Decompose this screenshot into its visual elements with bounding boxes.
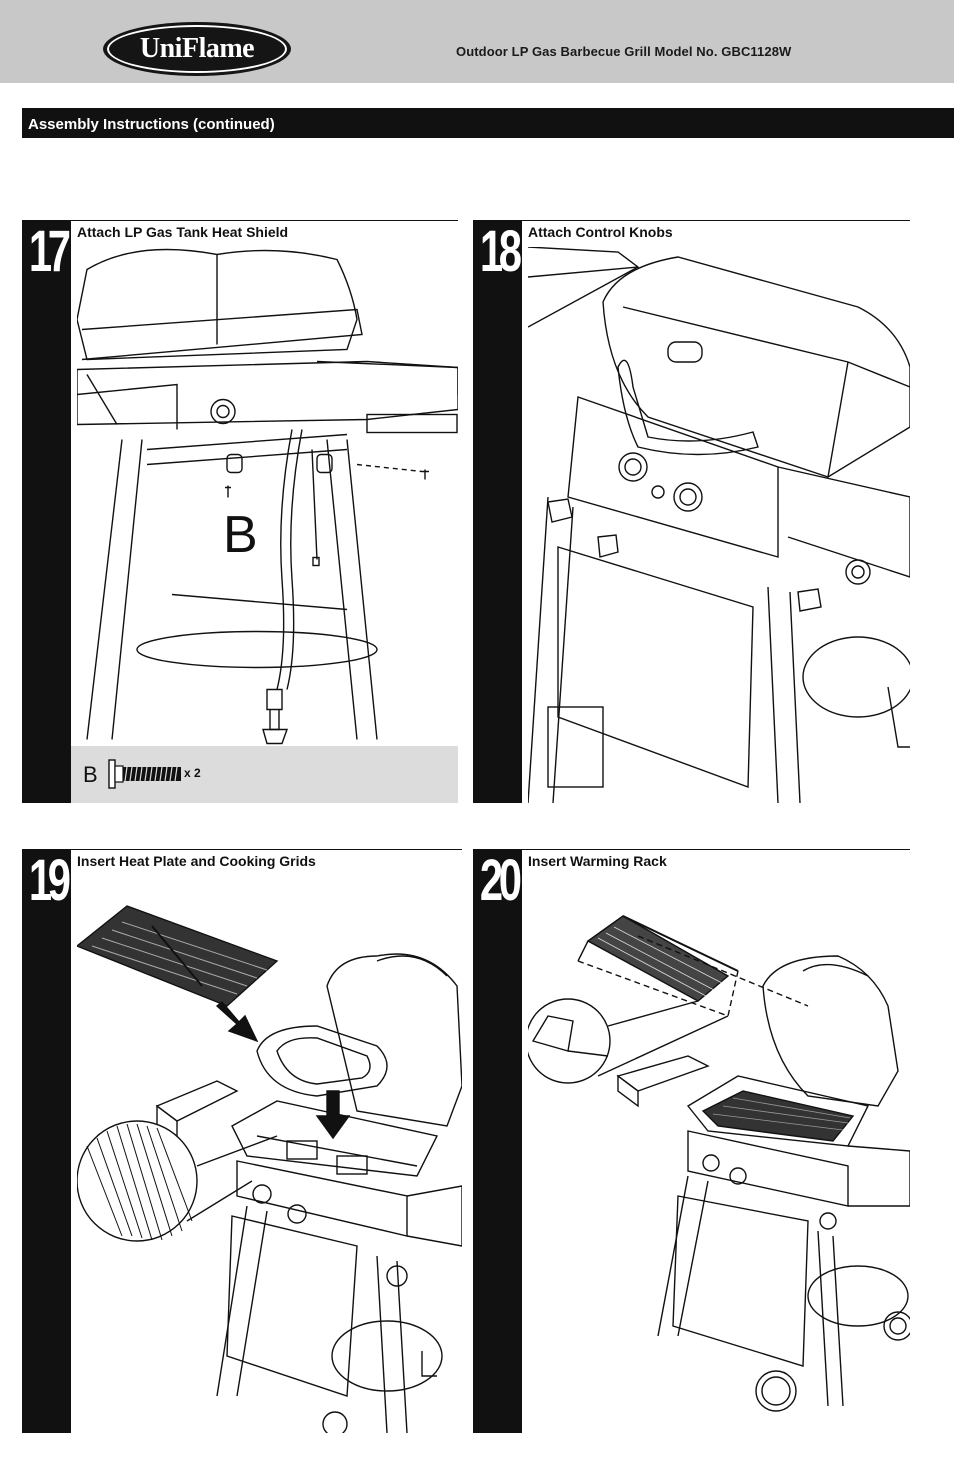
- step-number-column: 18: [473, 221, 522, 803]
- step-number: 20: [479, 848, 522, 913]
- logo-text: UniFlame: [139, 33, 255, 64]
- step-number-column: 19: [22, 850, 71, 1433]
- step-18-panel: 18 Attach Control Knobs: [473, 220, 910, 803]
- step-title: Insert Warming Rack: [528, 853, 667, 869]
- grill-heat-shield-drawing: [77, 248, 458, 745]
- step-number: 18: [479, 219, 522, 284]
- step-title: Attach LP Gas Tank Heat Shield: [77, 224, 289, 240]
- step-20-illustration: [528, 876, 910, 1433]
- logo-ring: [107, 25, 287, 73]
- document-title: Outdoor LP Gas Barbecue Grill Model No. …: [456, 44, 792, 59]
- part-quantity: x 2: [184, 766, 201, 780]
- step-number-column: 17: [22, 221, 71, 803]
- step-17-illustration: B: [77, 247, 458, 746]
- callout-letter-b: B: [223, 506, 258, 564]
- step-19-illustration: [77, 876, 462, 1433]
- step-title: Insert Heat Plate and Cooking Grids: [77, 853, 316, 869]
- uniflame-logo: UniFlame: [103, 22, 291, 76]
- step-19-panel: 19 Insert Heat Plate and Cooking Grids: [22, 849, 462, 1433]
- step-18-illustration: [528, 247, 910, 803]
- grill-grids-drawing: [77, 905, 462, 1433]
- step-number: 19: [28, 848, 71, 913]
- step-number-column: 20: [473, 850, 522, 1433]
- parts-box: B x 2: [71, 746, 458, 803]
- grill-warming-rack-drawing: [528, 915, 910, 1412]
- part-letter: B: [83, 762, 98, 787]
- bolt-icon: [108, 759, 181, 789]
- section-header-bar: Assembly Instructions (continued): [22, 108, 954, 138]
- section-title: Assembly Instructions (continued): [28, 116, 275, 133]
- step-20-panel: 20 Insert Warming Rack: [473, 849, 910, 1433]
- step-number: 17: [28, 219, 71, 284]
- grill-control-knobs-drawing: [528, 247, 910, 803]
- page-header: UniFlame Outdoor LP Gas Barbecue Grill M…: [0, 0, 954, 83]
- step-17-panel: 17 Attach LP Gas Tank Heat Shield: [22, 220, 458, 803]
- step-title: Attach Control Knobs: [528, 224, 673, 240]
